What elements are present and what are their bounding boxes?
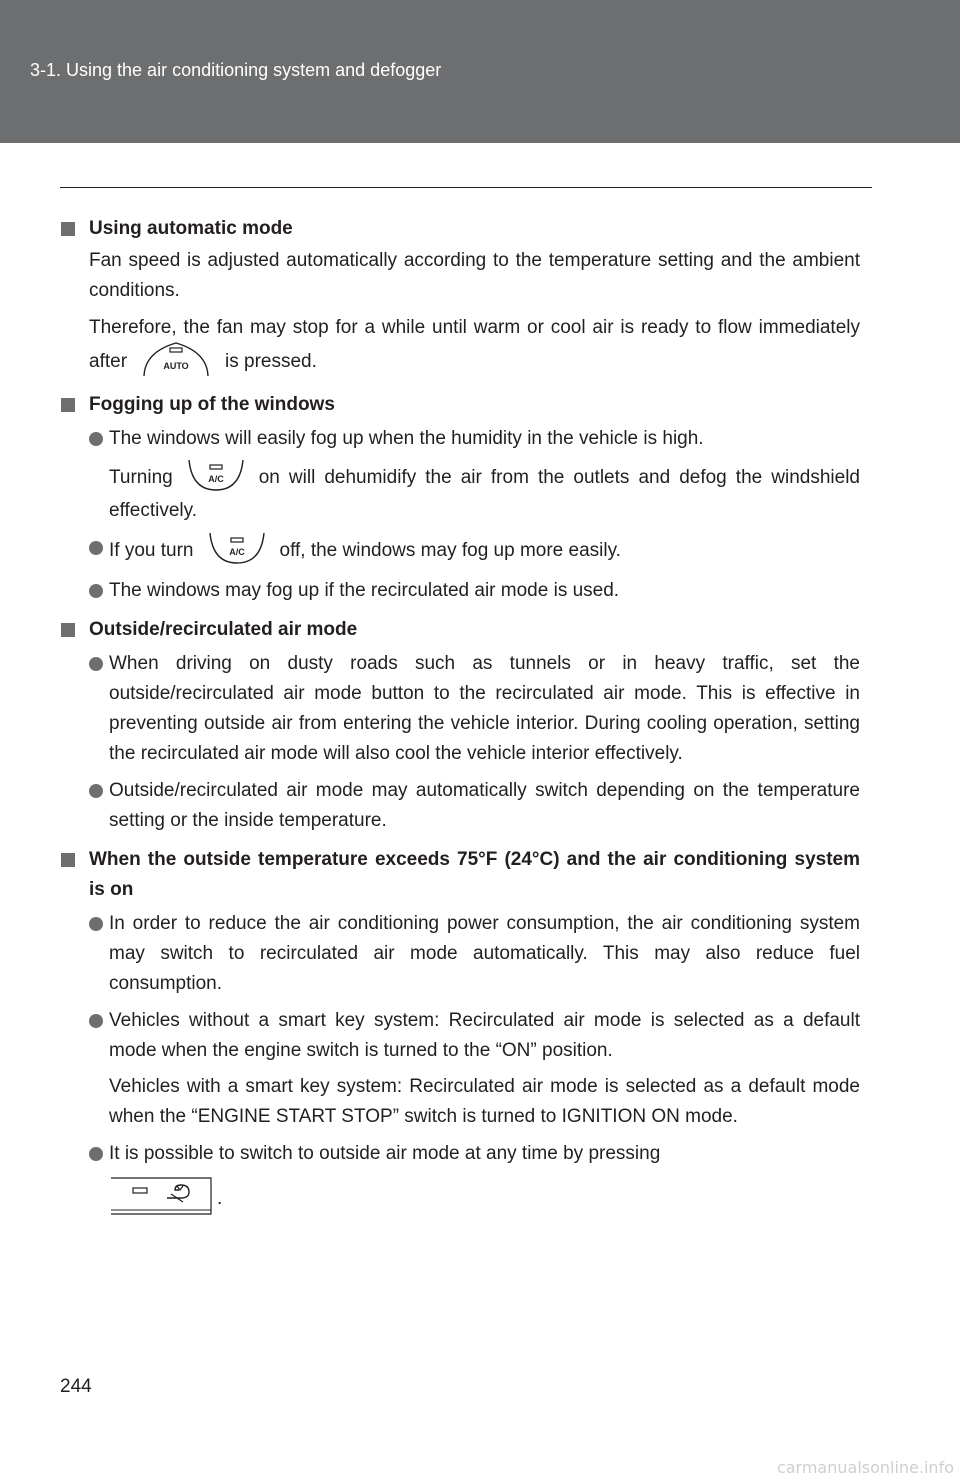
bullet-item: It is possible to switch to outside air … [60,1139,860,1221]
svg-text:A/C: A/C [229,547,245,557]
page-content: Using automatic mode Fan speed is adjust… [60,214,860,1221]
auto-button-icon: AUTO [141,340,211,378]
heading-outside-recirculated: Outside/recirculated air mode [60,615,860,645]
divider [60,187,872,188]
recirculation-button-icon [109,1176,213,1216]
square-bullet-icon [61,623,75,637]
circle-bullet-icon [89,1147,103,1161]
square-bullet-icon [61,853,75,867]
bullet-item: Outside/recirculated air mode may automa… [60,776,860,836]
bullet-item: Vehicles without a smart key system: Rec… [60,1006,860,1132]
bullet-item: The windows may fog up if the recirculat… [60,576,860,606]
page-header: 3-1. Using the air conditioning system a… [0,0,960,143]
circle-bullet-icon [89,657,103,671]
circle-bullet-icon [89,784,103,798]
paragraph: Therefore, the fan may stop for a while … [60,313,860,381]
ac-button-icon: A/C [187,457,245,493]
heading-outside-temperature: When the outside temperature exceeds 75°… [60,845,860,905]
circle-bullet-icon [89,584,103,598]
svg-text:AUTO: AUTO [163,361,188,371]
paragraph: Fan speed is adjusted automatically acco… [89,250,860,301]
bullet-item: When driving on dusty roads such as tunn… [60,649,860,769]
circle-bullet-icon [89,1014,103,1028]
heading-automatic-mode: Using automatic mode [60,214,860,244]
watermark: carmanualsonline.info [776,1458,954,1477]
page-number: 244 [60,1376,92,1397]
circle-bullet-icon [89,432,103,446]
square-bullet-icon [61,398,75,412]
square-bullet-icon [61,222,75,236]
circle-bullet-icon [89,541,103,555]
bullet-item: In order to reduce the air conditioning … [60,909,860,999]
ac-button-icon: A/C [208,530,266,566]
bullet-item: The windows will easily fog up when the … [60,424,860,526]
section-title: 3-1. Using the air conditioning system a… [30,60,442,80]
svg-text:A/C: A/C [208,474,224,484]
circle-bullet-icon [89,917,103,931]
heading-fogging-windows: Fogging up of the windows [60,390,860,420]
